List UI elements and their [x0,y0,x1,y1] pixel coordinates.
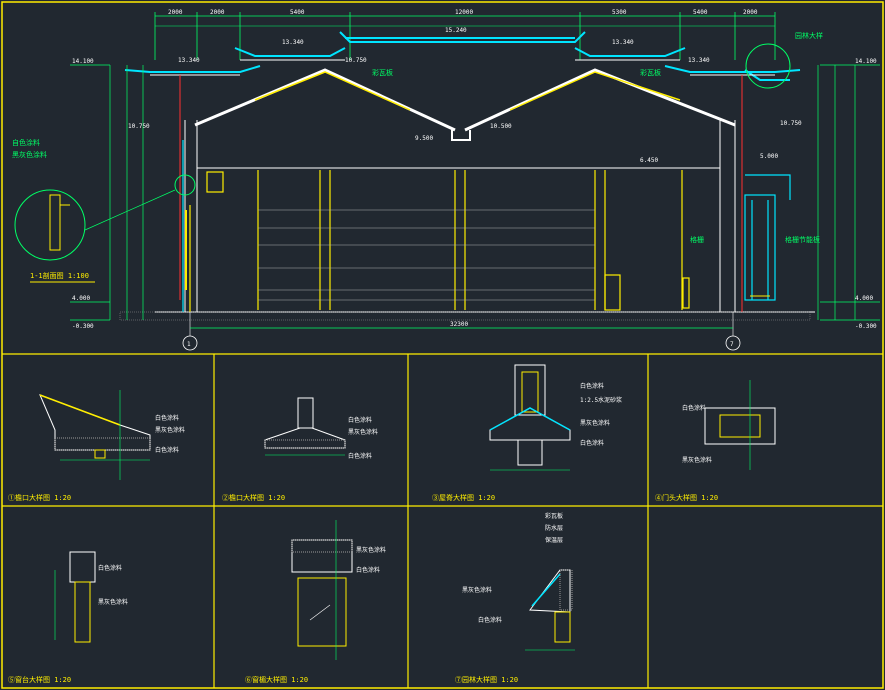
d5-title: ⑤窗台大样图 1:20 [8,675,71,684]
d3-title: ③屋脊大样图 1:20 [432,493,495,502]
detail-5-sill: 白色涂料 黑灰色涂料 ⑤窗台大样图 1:20 [8,551,128,684]
d3-note-1: 白色涂料 [580,382,604,390]
d1-note-1: 白色涂料 [155,414,179,422]
top-dim-1: 2000 [168,9,183,16]
note-left-1: 自色涂料 [12,138,40,147]
d3-note-2: 1:2.5水泥砂浆 [580,396,622,404]
detail-4-door-head: 白色涂料 黑灰色涂料 ④门头大样图 1:20 [655,380,776,502]
elev-mid-5: 5.000 [760,153,778,160]
note-right-1: 格栅 [690,235,704,244]
elev-left-floor: 4.000 [72,295,90,302]
d1-title: ①檐口大样图 1:20 [8,493,71,502]
detail-6-window-head: 黑灰色涂料 白色涂料 ⑥窗楣大样图 1:20 [245,520,386,684]
d7-title: ⑦园林大样图 1:20 [455,675,518,684]
top-dim-6: 5400 [693,9,708,16]
d6-note-1: 黑灰色涂料 [356,546,386,554]
d1-note-2: 黑灰色涂料 [155,426,185,434]
d2-note-3: 白色涂料 [348,452,372,460]
detail-7-garden: 彩瓦板 防水层 保温层 黑灰色涂料 白色涂料 ⑦园林大样图 1:20 [455,512,575,684]
elev-top-3: 15.240 [445,27,467,34]
elev-right-ground: -0.300 [855,323,877,330]
main-section-title: 1-1剖面图 1:100 [30,271,89,280]
elev-right-eave: 10.750 [780,120,802,127]
d4-note-1: 白色涂料 [682,404,706,412]
d4-note-2: 黑灰色涂料 [682,456,712,464]
elev-mid-1: 10.750 [345,57,367,64]
main-section-drawing: 2000 2000 5400 12000 5300 5400 2000 [12,9,880,351]
d5-note-2: 黑灰色涂料 [98,598,128,606]
note-left-2: 黑灰色涂料 [12,150,47,159]
elev-mid-3: 9.500 [415,135,433,142]
detail-callout-top-right [745,43,791,89]
elev-right-top: 14.100 [855,58,877,65]
axis-label-right: 7 [730,341,734,348]
top-dim-3: 5400 [290,9,305,16]
axis-bubble-left [182,335,198,351]
detail-1-eave: 白色涂料 黑灰色涂料 白色涂料 ①檐口大样图 1:20 [8,390,185,502]
elev-left-ground: -0.300 [72,323,94,330]
note-right-2: 格栅节能板 [785,235,820,244]
d4-title: ④门头大样图 1:20 [655,493,718,502]
elev-top-1: 13.340 [178,57,200,64]
axis-bubble-right [725,335,741,351]
d1-note-3: 白色涂料 [155,446,179,454]
top-dim-4: 12000 [455,9,473,16]
d5-note-1: 白色涂料 [98,564,122,572]
note-roof-a: 彩瓦板 [372,68,393,77]
elev-top-5: 13.340 [688,57,710,64]
d6-note-2: 白色涂料 [356,566,380,574]
elev-mid-2: 10.500 [490,123,512,130]
detail-callout-left [14,189,86,261]
d7-note-1: 彩瓦板 [545,512,563,520]
d2-note-2: 黑灰色涂料 [348,428,378,436]
detail-2-eave: 白色涂料 黑灰色涂料 白色涂料 ②檐口大样图 1:20 [222,397,378,502]
top-dim-2: 2000 [210,9,225,16]
detail-3-ridge: 白色涂料 1:2.5水泥砂浆 黑灰色涂料 白色涂料 ③屋脊大样图 1:20 [432,364,622,502]
d7-note-4: 黑灰色涂料 [462,586,492,594]
note-roof-b: 彩瓦板 [640,68,661,77]
detail-callout-small [174,174,196,196]
elev-top-4: 13.340 [612,39,634,46]
top-dim-7: 2000 [743,9,758,16]
d2-note-1: 白色涂料 [348,416,372,424]
d6-title: ⑥窗楣大样图 1:20 [245,675,308,684]
top-dim-5: 5300 [612,9,627,16]
d7-note-5: 白色涂料 [478,616,502,624]
overall-dim: 32300 [450,321,468,328]
elev-top-2: 13.340 [282,39,304,46]
d7-note-2: 防水层 [545,524,563,532]
d7-note-3: 保温层 [545,536,563,544]
elev-left-top: 14.100 [72,58,94,65]
d3-note-3: 黑灰色涂料 [580,419,610,427]
elev-mid-4: 6.450 [640,157,658,164]
elev-left-eave: 10.750 [128,123,150,130]
axis-label-left: 1 [187,341,191,348]
note-top-right: 园林大样 [795,31,823,40]
elev-right-floor: 4.000 [855,295,873,302]
d3-note-4: 白色涂料 [580,439,604,447]
d2-title: ②檐口大样图 1:20 [222,493,285,502]
